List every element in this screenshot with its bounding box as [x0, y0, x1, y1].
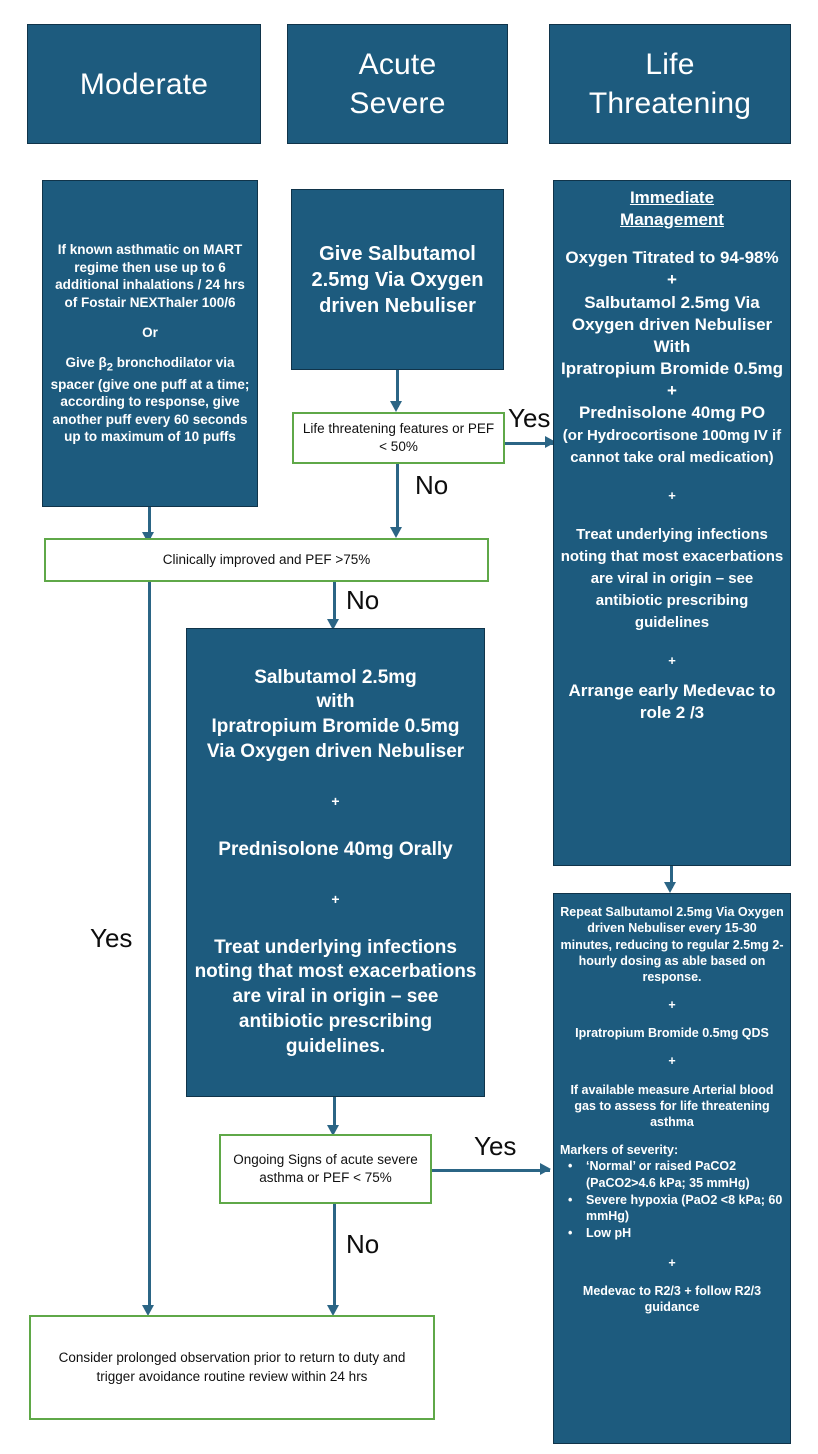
escalation-treatment-box: Salbutamol 2.5mg with Ipratropium Bromid… [186, 628, 485, 1097]
escalation-line6: Treat underlying infections noting that … [194, 936, 477, 1057]
markers-heading: Markers of severity: [560, 1143, 679, 1158]
escalation-line5: Prednisolone 40mg Orally [218, 838, 453, 860]
arrowhead-ongoing-no-to-outcome [327, 1305, 339, 1316]
immediate-management-heading-line1: Immediate [629, 188, 715, 207]
connector-escalation-to-ongoing [333, 1097, 336, 1130]
give-salbutamol-text: Give Salbutamol 2.5mg Via Oxygen driven … [311, 242, 484, 317]
immediate-line4: Ipratropium Bromide 0.5mg [561, 358, 783, 378]
escalation-line1: Salbutamol 2.5mg [254, 666, 417, 688]
connector-yes-left-long [148, 582, 151, 1310]
immediate-line5: Prednisolone 40mg PO [578, 402, 766, 422]
immediate-line3: With [653, 336, 691, 356]
ongoing-plus2: + [668, 1054, 676, 1069]
marker-item: Low pH [564, 1225, 784, 1242]
ongoing-line2: Ipratropium Bromide 0.5mg QDS [575, 1026, 769, 1041]
ongoing-line1: Repeat Salbutamol 2.5mg Via Oxygen drive… [560, 905, 784, 984]
decision-ongoing-signs[interactable]: Ongoing Signs of acute severe asthma or … [219, 1134, 432, 1204]
moderate-initial-box: If known asthmatic on MART regime then u… [42, 180, 258, 507]
escalation-plus2: + [331, 891, 340, 908]
give-salbutamol-box: Give Salbutamol 2.5mg Via Oxygen driven … [291, 189, 504, 370]
immediate-line7: Treat underlying infections noting that … [560, 525, 784, 632]
decision-life-threatening-features[interactable]: Life threatening features or PEF < 50% [292, 412, 505, 464]
arrowhead-moderate-to-improved [142, 532, 154, 543]
header-life-threatening-line2: Threatening [588, 87, 752, 120]
immediate-line1: Oxygen Titrated to 94-98% [565, 248, 779, 268]
connector-salbutamol-to-decision [396, 370, 399, 407]
decision-ongoing-signs-label: Ongoing Signs of acute severe asthma or … [233, 1151, 418, 1185]
connector-no-to-clinically-improved [396, 464, 399, 532]
header-acute-severe: Acute Severe [287, 24, 508, 144]
edge-label-yes-bottom-right: Yes [474, 1131, 517, 1161]
ongoing-plus1: + [668, 998, 676, 1013]
outcome-consider-observation-label: Consider prolonged observation prior to … [58, 1350, 406, 1384]
arrowhead-yes-left-long [142, 1305, 154, 1316]
markers-of-severity-list: ‘Normal’ or raised PaCO2 (PaCO2>4.6 kPa;… [560, 1158, 784, 1242]
connector-improved-no-to-escalation [333, 582, 336, 624]
escalation-plus1: + [331, 793, 340, 810]
header-moderate: Moderate [27, 24, 261, 144]
connector-moderate-to-improved [148, 507, 151, 538]
outcome-consider-observation[interactable]: Consider prolonged observation prior to … [29, 1315, 435, 1420]
ongoing-line4: Medevac to R2/3 + follow R2/3 guidance [582, 1283, 762, 1314]
arrowhead-yes-to-immediate-management [545, 436, 556, 448]
connector-yes-to-ongoing-management [432, 1169, 550, 1172]
moderate-para2: Give β2 bronchodilator via spacer (give … [51, 355, 250, 444]
edge-label-no-life-threatening: No [415, 470, 449, 500]
edge-label-no-bottom: No [346, 1229, 380, 1259]
immediate-line6: (or Hydrocortisone 100mg IV if cannot ta… [562, 427, 782, 467]
arrowhead-no-to-clinically-improved [390, 527, 402, 538]
escalation-line3: Ipratropium Bromide 0.5mg [211, 716, 460, 738]
ongoing-line3: If available measure Arterial blood gas … [570, 1082, 774, 1130]
arrowhead-immediate-to-ongoing-management [664, 882, 676, 893]
marker-item: Severe hypoxia (PaO2 <8 kPa; 60 mmHg) [564, 1192, 784, 1225]
immediate-plus1: + [667, 270, 677, 290]
moderate-or: Or [142, 325, 158, 341]
header-acute-severe-line2: Severe [349, 87, 446, 120]
connector-yes-to-immediate-management [505, 442, 555, 445]
arrowhead-yes-to-ongoing-management [540, 1163, 551, 1175]
immediate-plus2: + [667, 380, 677, 400]
immediate-line8: Arrange early Medevac to role 2 /3 [568, 680, 776, 722]
connector-ongoing-no-to-outcome [333, 1204, 336, 1310]
header-life-threatening: Life Threatening [549, 24, 791, 144]
edge-label-no-clinically-improved: No [346, 585, 380, 615]
immediate-line2: Salbutamol 2.5mg Via Oxygen driven Nebul… [571, 292, 773, 334]
moderate-para2-pre: Give β [65, 355, 107, 371]
marker-item: ‘Normal’ or raised PaCO2 (PaCO2>4.6 kPa;… [564, 1158, 784, 1191]
arrowhead-escalation-to-ongoing [327, 1125, 339, 1136]
immediate-management-heading-line2: Management [620, 210, 724, 230]
header-moderate-label: Moderate [79, 67, 209, 101]
edge-label-yes-left-long: Yes [90, 923, 133, 953]
moderate-para1: If known asthmatic on MART regime then u… [55, 242, 245, 310]
ongoing-management-box: Repeat Salbutamol 2.5mg Via Oxygen drive… [553, 893, 791, 1444]
arrowhead-salbutamol-to-decision [390, 401, 402, 412]
ongoing-plus3: + [668, 1255, 676, 1270]
decision-clinically-improved[interactable]: Clinically improved and PEF >75% [44, 538, 489, 582]
moderate-para2-subscript: 2 [106, 362, 113, 375]
immediate-management-box: Immediate Management Oxygen Titrated to … [553, 180, 791, 866]
decision-life-threatening-label: Life threatening features or PEF < 50% [302, 420, 495, 454]
immediate-plus4: + [668, 653, 676, 669]
header-acute-severe-line1: Acute [358, 48, 437, 81]
edge-label-yes-top-right: Yes [508, 403, 551, 433]
escalation-line4: Via Oxygen driven Nebuliser [206, 740, 465, 762]
escalation-line2: with [316, 691, 355, 713]
decision-clinically-improved-label: Clinically improved and PEF >75% [162, 551, 371, 567]
immediate-plus3: + [668, 488, 676, 504]
connector-immediate-to-ongoing-management [670, 866, 673, 888]
arrowhead-improved-no-to-escalation [327, 619, 339, 630]
moderate-para2-post: bronchodilator via spacer (give one puff… [50, 355, 250, 445]
header-life-threatening-line1: Life [645, 48, 695, 81]
